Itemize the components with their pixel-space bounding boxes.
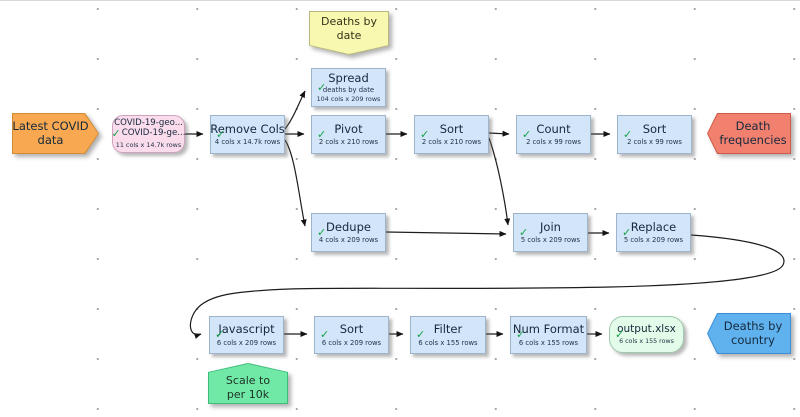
node-stats: 2 cols x 210 rows [318,138,379,147]
node-title: Pivot [334,121,363,136]
node-stats: 6 cols x 209 rows [321,338,382,347]
node-note: deaths by date [322,86,375,95]
note-fill [310,12,388,54]
node-dedupe[interactable]: ✓ Dedupe 4 cols x 209 rows [311,213,386,252]
check-icon: ✓ [216,127,226,141]
node-stats: 104 cols x 209 rows [316,95,381,104]
wire-removecols-spread [284,90,306,130]
node-title: Count [536,121,571,136]
node-stats: 5 cols x 209 rows [520,236,581,245]
node-join[interactable]: ✓ Join 5 cols x 209 rows [513,213,588,252]
source-file-line2: ✓COVID-19-ge... [111,127,186,141]
output-marker-death-frequencies[interactable]: Death frequencies [707,113,791,154]
node-sort-3[interactable]: ✓ Sort 6 cols x 209 rows [314,316,389,354]
node-title: Join [540,219,561,234]
note-deaths-by-date[interactable]: Deaths by date [309,11,389,55]
wire-removecols-dedupe [284,139,307,227]
input-marker-fill [13,114,98,153]
check-icon: ✓ [420,127,430,141]
output-marker-label: Death frequencies [719,118,787,147]
node-stats: 5 cols x 209 rows [623,236,684,245]
output-marker-fill [708,114,790,153]
node-source-covid-file[interactable]: COVID-19-geo... ✓COVID-19-ge... 11 cols … [112,115,185,153]
node-stats: 4 cols x 14.7k rows [214,138,281,147]
node-stats: 6 cols x 155 rows [518,338,579,347]
input-marker-latest-covid-data[interactable]: Latest COVID data [12,113,99,154]
output-marker-label: Deaths by country [723,318,783,347]
node-title: Replace [630,219,677,234]
node-title: Javascript [218,322,275,337]
node-pivot[interactable]: ✓ Pivot 2 cols x 210 rows [311,115,386,154]
node-replace[interactable]: ✓ Replace 5 cols x 209 rows [616,213,691,252]
check-icon: ✓ [622,225,632,239]
note-fill [209,364,287,403]
node-stats: 2 cols x 99 rows [627,138,682,147]
note-label: Deaths by date [321,15,377,42]
output-marker-deaths-by-country[interactable]: Deaths by country [707,313,791,354]
node-stats: 6 cols x 155 rows [418,338,478,347]
node-javascript[interactable]: ✓ Javascript 6 cols x 209 rows [209,316,284,354]
node-title: Spread [328,70,369,85]
input-marker-label: Latest COVID data [12,118,89,147]
node-stats: 2 cols x 210 rows [421,138,482,147]
wire-sort-join [488,137,511,226]
node-title: Sort [439,121,464,136]
check-icon: ✓ [320,327,330,341]
note-label: Scale to per 10k [225,374,271,401]
node-title: Num Format [512,322,585,337]
node-remove-cols[interactable]: ✓ Remove Cols 4 cols x 14.7k rows [210,115,285,154]
node-title: Sort [339,322,364,337]
check-icon: ✓ [111,127,121,141]
node-title: Sort [642,121,667,136]
node-output-xlsx[interactable]: ✓ output.xlsx 6 cols x 155 rows [609,316,684,353]
node-stats: 6 cols x 209 rows [216,338,277,347]
node-filter[interactable]: ✓ Filter 6 cols x 155 rows [410,316,486,354]
node-title: Filter [433,322,463,337]
check-icon: ✓ [519,225,529,239]
node-spread[interactable]: ✓ Spread deaths by date 104 cols x 209 r… [311,68,386,107]
node-sort-1[interactable]: ✓ Sort 2 cols x 210 rows [414,115,489,154]
node-count[interactable]: ✓ Count 2 cols x 99 rows [516,115,591,154]
check-icon: ✓ [416,327,426,341]
node-title: Dedupe [326,219,371,234]
check-icon: ✓ [615,327,625,341]
node-num-format[interactable]: ✓ Num Format 6 cols x 155 rows [510,316,587,354]
check-icon: ✓ [317,80,327,94]
source-file-line1: COVID-19-geo... [114,117,183,128]
note-scale-to-per-10k[interactable]: Scale to per 10k [208,363,288,404]
node-stats: 2 cols x 99 rows [526,138,581,147]
check-icon: ✓ [215,327,225,341]
check-icon: ✓ [623,127,633,141]
check-icon: ✓ [317,225,327,239]
check-icon: ✓ [522,127,532,141]
node-stats: 11 cols x 14.7k rows [115,141,182,150]
node-stats: 6 cols x 155 rows [619,338,674,345]
node-stats: 4 cols x 209 rows [318,236,379,245]
node-title: Remove Cols [210,121,285,136]
node-sort-2[interactable]: ✓ Sort 2 cols x 99 rows [617,115,692,154]
output-marker-fill [708,314,790,353]
wire-dedupe-join [385,230,507,237]
node-title: output.xlsx [617,322,676,335]
wire-sort-count [488,130,510,137]
check-icon: ✓ [516,327,526,341]
check-icon: ✓ [317,127,327,141]
